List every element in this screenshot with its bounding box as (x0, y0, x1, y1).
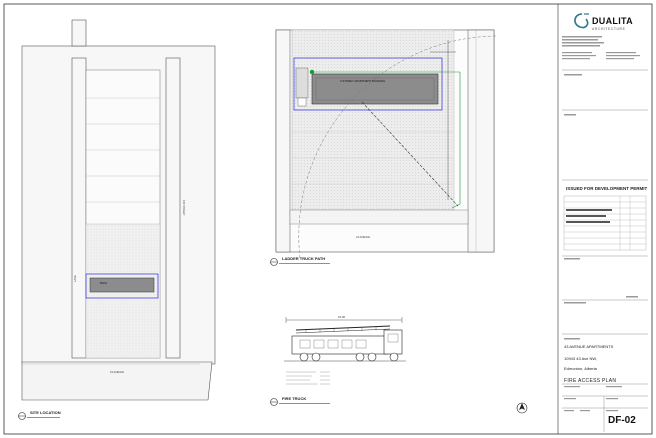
fire-truck-elevation: 15.00 (284, 315, 406, 385)
closeup-title-block (270, 258, 330, 266)
drawing-title: FIRE ACCESS PLAN (564, 378, 617, 384)
dualita-logo-icon (574, 13, 589, 29)
site-location-plan (21, 19, 216, 401)
fire-access-closeup: 3 STOREY APARTMENT BUILDING 43 AVENUE (275, 29, 497, 259)
truck-title-block (270, 398, 330, 406)
fire-hydrant-icon (309, 69, 315, 75)
issued-for-stamp: ISSUED FOR DEVELOPMENT PERMIT (566, 186, 648, 191)
titleblock: DUALITA ARCHITECTURE ISSUED FOR DEVELOPM… (560, 8, 652, 432)
ladder-path-title: LADDER TRUCK PATH (282, 256, 326, 261)
logo-text: DUALITA (592, 16, 633, 26)
revision-table (563, 195, 647, 251)
sheet-border (3, 3, 653, 435)
street-label: 109 STREET (182, 200, 186, 216)
avenue-label-left: 43 AVENUE (110, 370, 124, 374)
avenue-label-closeup: 43 AVENUE (356, 235, 370, 239)
building-label-top: 3 STOREY APARTMENT BUILDING (340, 79, 385, 83)
project-name: 43 AVENUE APARTMENTS (564, 344, 614, 349)
titleblock-notes (562, 36, 640, 412)
project-city: Edmonton, Alberta (564, 366, 597, 371)
project-address: 10943 43 Ave NW, (564, 356, 598, 361)
titleblock-lines (562, 69, 648, 432)
site-location-title-block (18, 412, 60, 420)
lane-label: LANE (73, 275, 77, 282)
fire-truck-title: FIRE TRUCK (282, 396, 307, 401)
site-location-title: SITE LOCATION (30, 410, 61, 415)
north-arrow-icon (516, 402, 528, 414)
logo-subtitle: ARCHITECTURE (592, 27, 626, 31)
building-label-left: BLDG (100, 281, 107, 285)
truck-dimension: 15.00 (338, 315, 345, 319)
site-plan-labels: BLDG 109 STREET LANE 43 AVENUE (73, 200, 186, 374)
sheet-number: DF-02 (608, 415, 636, 426)
